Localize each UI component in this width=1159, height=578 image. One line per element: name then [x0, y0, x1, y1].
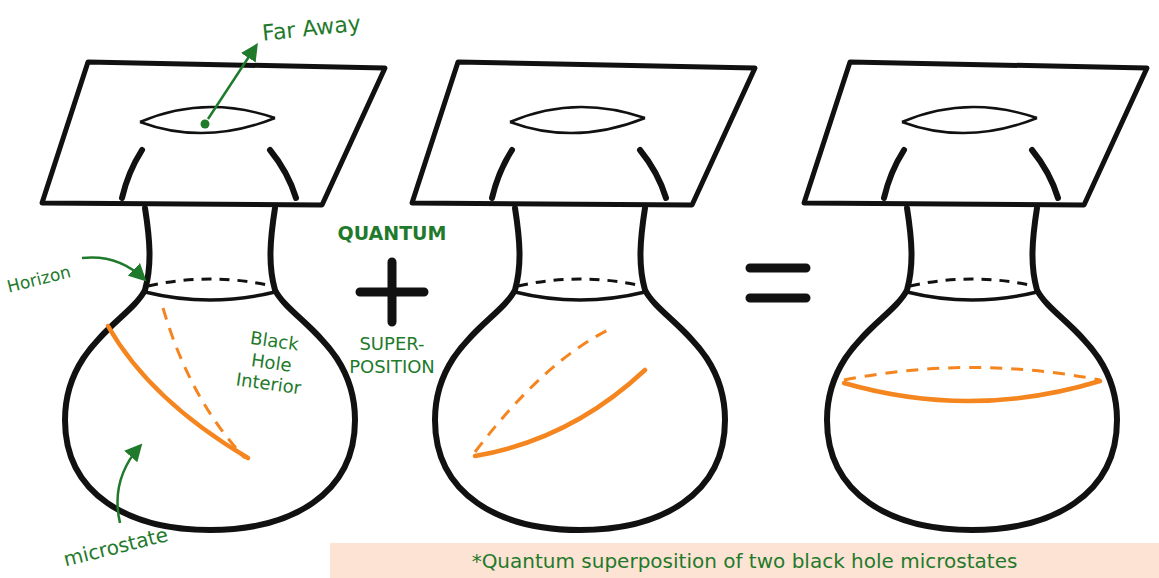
black-hole-outline: [827, 208, 1117, 530]
far-plane: [42, 62, 385, 205]
horizon-back: [518, 279, 642, 286]
microstate-figure: [412, 62, 755, 530]
horizon-back: [148, 279, 272, 286]
throat-edge: [640, 150, 666, 198]
microstate-slice: [475, 370, 645, 456]
lens-arc: [902, 107, 1037, 122]
lens-arc: [140, 118, 275, 133]
microstate-figure: [42, 46, 385, 530]
horizon-front: [145, 292, 275, 300]
throat-edge: [270, 150, 296, 198]
superposition-label: SUPER- POSITION: [342, 332, 442, 379]
microstate-slice-back: [475, 328, 612, 452]
microstate-slice: [844, 381, 1100, 401]
leader-line: [208, 46, 256, 119]
microstate-figure: [804, 62, 1147, 530]
microstate-slice-back: [844, 368, 1100, 381]
caption-band: [330, 543, 1159, 578]
equals-sign: [750, 268, 806, 298]
horizon-front: [515, 292, 645, 300]
leader-line: [82, 257, 144, 279]
throat-edge: [492, 150, 512, 198]
throat-edge: [122, 150, 142, 198]
interior-label: Black Hole Interior: [220, 324, 323, 401]
quantum-label: QUANTUM: [332, 222, 452, 245]
black-hole-outline: [65, 208, 355, 530]
horizon-back: [910, 279, 1034, 286]
microstate-slice-back: [163, 308, 245, 458]
horizon-label: Horizon: [5, 255, 97, 297]
far-away-label: Far Away: [261, 7, 393, 47]
lens-arc: [510, 107, 645, 122]
horizon-front: [907, 292, 1037, 300]
plus-sign: [360, 262, 424, 322]
microstate-slice: [108, 326, 248, 458]
lens-arc: [902, 118, 1037, 133]
leader-line: [118, 446, 141, 523]
far-plane: [412, 62, 755, 205]
black-hole-outline: [435, 208, 725, 530]
microstate-label: microstate: [61, 517, 193, 572]
caption-text: *Quantum superposition of two black hole…: [330, 543, 1159, 578]
throat-edge: [1032, 150, 1058, 198]
lens-arc: [140, 107, 275, 122]
throat-edge: [884, 150, 904, 198]
far-plane: [804, 62, 1147, 205]
lens-arc: [510, 118, 645, 133]
leader-dot: [201, 120, 210, 129]
